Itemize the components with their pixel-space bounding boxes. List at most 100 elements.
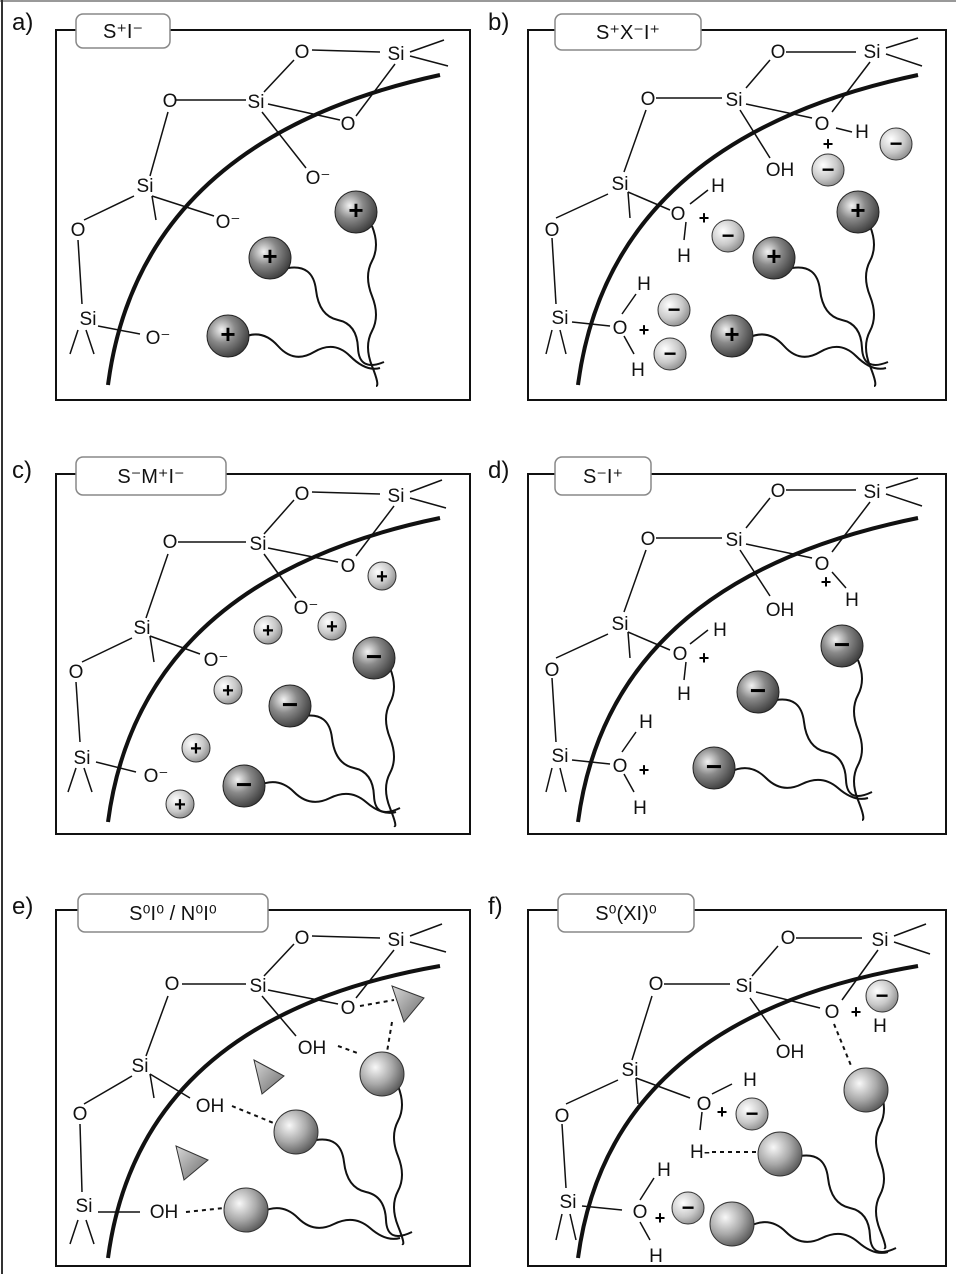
minus-sign: −: [722, 223, 735, 248]
minus-sign: −: [890, 131, 903, 156]
neutral-surfactant-head: [757, 1131, 803, 1177]
oh-group: OH: [766, 600, 795, 621]
h-atom: H: [855, 122, 869, 143]
o-atom: O: [649, 974, 664, 995]
o-atom: O: [69, 662, 84, 683]
si-atom: Si: [864, 42, 881, 63]
o-atom: O: [295, 928, 310, 949]
oh-group: OH: [766, 160, 795, 181]
metal-counter-ion: +: [213, 675, 243, 705]
panel-b: b) S⁺X⁻I⁺ Si Si: [488, 9, 947, 401]
surfactant-head-anion: −: [692, 746, 736, 790]
panel-frame: [55, 473, 471, 835]
h-atom: H: [633, 798, 647, 819]
interaction-tag-text: S⁰I⁰ / N⁰I⁰: [129, 903, 217, 925]
panel-d: d) S⁻I⁺ Si Si: [488, 456, 947, 835]
o-atom: O: [295, 484, 310, 505]
panel-frame: [527, 473, 947, 835]
interaction-tag: [77, 893, 269, 933]
panel-letter: e): [12, 893, 33, 920]
minus-sign: −: [682, 1195, 695, 1220]
counter-ion-anion: −: [811, 153, 845, 187]
h-atom: H: [639, 712, 653, 733]
o-atom: O: [555, 1106, 570, 1127]
si-atom: Si: [137, 176, 154, 197]
o-minus-atom: O⁻: [294, 598, 319, 619]
h-atom: H: [649, 1246, 663, 1267]
pore-wall: [106, 964, 441, 1259]
interaction-tag: [75, 456, 227, 496]
plus-sign: +: [823, 134, 834, 154]
surfactant-head-cation: +: [334, 190, 378, 234]
counter-ion-anion: −: [865, 979, 899, 1013]
si-atom: Si: [76, 1196, 93, 1217]
plus-sign: +: [326, 616, 338, 638]
o-atom: O: [815, 554, 830, 575]
o-atom: O: [697, 1094, 712, 1115]
o-atom: O: [771, 481, 786, 502]
si-atom: Si: [872, 930, 889, 951]
panel-a: a) S⁺I⁻ Si Si Si Si O O O O: [12, 9, 471, 401]
counter-ion-anion: −: [671, 1191, 705, 1225]
pore-wall: [106, 516, 441, 823]
si-atom: Si: [74, 748, 91, 769]
surfactant-head-anion: −: [820, 624, 864, 668]
si-atom: Si: [736, 976, 753, 997]
plus-sign: +: [262, 620, 274, 642]
plus-sign: +: [655, 1208, 666, 1228]
si-atom: Si: [80, 309, 97, 330]
panel-c: c) S⁻M⁺I⁻ Si Si Si Si O O O: [12, 456, 471, 835]
panel-frame: [527, 29, 947, 401]
minus-sign: −: [236, 769, 252, 800]
plus-sign: +: [222, 680, 234, 702]
plus-sign: +: [262, 241, 277, 271]
minus-sign: −: [664, 341, 677, 366]
panel-letter: d): [488, 457, 509, 484]
h-atom: H: [711, 176, 725, 197]
surfactant-tails: [261, 1085, 413, 1246]
pore-wall: [106, 73, 441, 386]
neutral-surfactant-head: [223, 1187, 269, 1233]
si-atom: Si: [134, 618, 151, 639]
panel-letter: a): [12, 9, 33, 36]
minus-sign: −: [746, 1101, 759, 1126]
si-atom: Si: [250, 534, 267, 555]
plus-sign: +: [724, 319, 739, 349]
o-atom: O: [71, 220, 86, 241]
interaction-tag: [554, 13, 702, 51]
plus-sign: +: [851, 1002, 862, 1022]
plus-sign: +: [174, 794, 186, 816]
o-atom: O: [771, 42, 786, 63]
o-atom: O: [73, 1104, 88, 1125]
o-atom: O: [641, 529, 656, 550]
pore-wall: [576, 964, 919, 1259]
panel-letter: c): [12, 457, 32, 484]
interaction-tag-text: S⁻M⁺I⁻: [117, 466, 184, 488]
panel-letter: b): [488, 9, 509, 36]
plus-sign: +: [348, 195, 363, 225]
interaction-tag-text: S⁺X⁻I⁺: [596, 22, 660, 44]
o-atom: O: [341, 556, 356, 577]
pore-wall: [576, 516, 919, 823]
o-minus-atom: O⁻: [144, 766, 169, 787]
h-atom: H: [631, 360, 645, 381]
metal-counter-ion: +: [367, 561, 397, 591]
metal-counter-ion: +: [253, 615, 283, 645]
o-atom: O: [671, 204, 686, 225]
minus-sign: −: [366, 641, 382, 672]
plus-sign: +: [699, 208, 710, 228]
surfactant-head-anion: −: [222, 764, 266, 808]
plus-sign: +: [376, 566, 388, 588]
plus-sign: +: [717, 1102, 728, 1122]
si-atom: Si: [612, 174, 629, 195]
counter-ion-anion: −: [735, 1097, 769, 1131]
silica-bonds: [69, 923, 447, 1245]
oh-group: OH: [298, 1038, 327, 1059]
plus-sign: +: [190, 738, 202, 760]
plus-sign: +: [639, 320, 650, 340]
silica-bonds: [67, 479, 447, 793]
surfactant-tails: [241, 225, 385, 387]
plus-sign: +: [766, 241, 781, 271]
panel-e: e) S⁰I⁰ / N⁰I⁰: [12, 893, 471, 1267]
neutral-surfactant-head: [709, 1201, 755, 1247]
